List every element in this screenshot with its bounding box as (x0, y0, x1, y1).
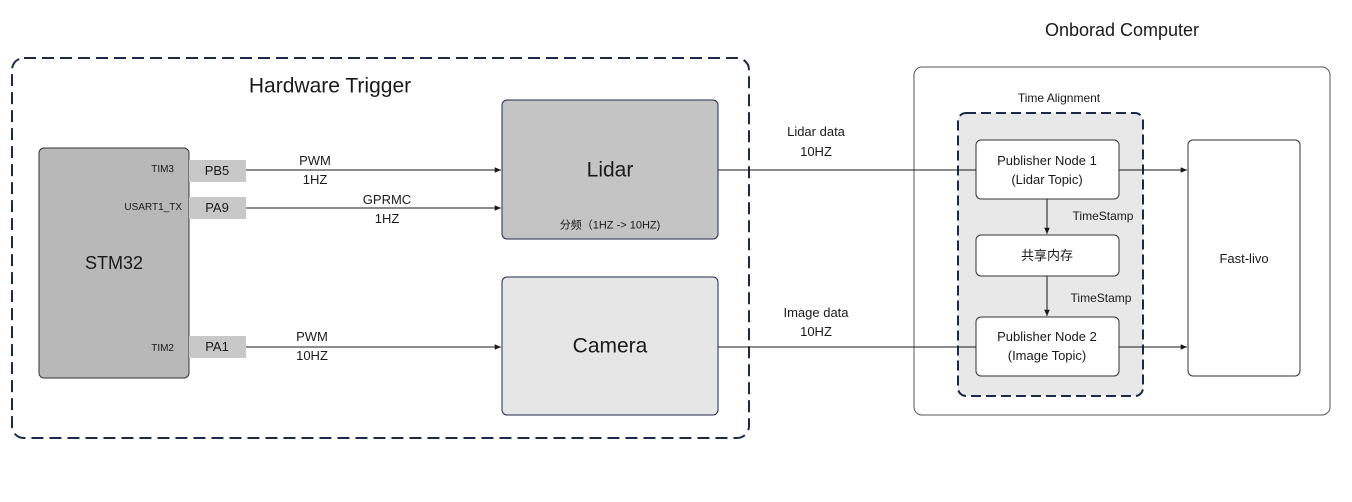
link-label-gprmc: GPRMC (362, 192, 412, 208)
camera-label: Camera (572, 334, 648, 358)
fast-livo-box (1187, 139, 1301, 377)
pin-box-pb5 (189, 160, 246, 182)
link-label-gprmc-rate: 1HZ (374, 211, 400, 227)
publisher-node-1-topic: (Lidar Topic) (1011, 172, 1083, 188)
lidar-label: Lidar (586, 158, 634, 182)
publisher-node-1-label: Publisher Node 1 (997, 153, 1097, 169)
stm32-label: STM32 (84, 253, 144, 274)
link-label-pwm-lidar: PWM (299, 153, 331, 169)
publisher-node-2-topic: (Image Topic) (1007, 348, 1087, 364)
pin-box-pa9 (189, 197, 246, 219)
pin-box-pa1 (189, 336, 246, 358)
shared-memory-label: 共享内存 (1020, 248, 1074, 264)
link-label-pwm-lidar-rate: 1HZ (302, 172, 328, 188)
link-label-pwm-camera-rate: 10HZ (296, 348, 328, 364)
link-label-lidar-data-rate: 10HZ (800, 144, 832, 160)
signal-label-tim2: TIM2 (151, 343, 174, 354)
stm32-block (38, 147, 190, 379)
time-alignment-title: Time Alignment (1017, 90, 1101, 105)
pin-label-pa9: PA9 (205, 200, 229, 216)
hardware-trigger-group (11, 57, 750, 439)
onboard-computer-title: Onborad Computer (1044, 20, 1200, 41)
timestamp-label-bottom: TimeStamp (1070, 290, 1132, 305)
lidar-divider-note: 分频（1HZ -> 10HZ) (559, 219, 661, 232)
hardware-trigger-title: Hardware Trigger (248, 74, 412, 98)
link-label-image-data-rate: 10HZ (800, 324, 832, 340)
publisher-node-2-label: Publisher Node 2 (997, 329, 1097, 345)
publisher-node-1-box (975, 139, 1120, 200)
signal-label-tim3: TIM3 (151, 164, 174, 175)
pin-label-pb5: PB5 (204, 163, 230, 179)
fast-livo-label: Fast-livo (1219, 251, 1269, 267)
publisher-node-2-box (975, 316, 1120, 377)
timestamp-label-top: TimeStamp (1072, 208, 1134, 223)
pin-label-pa1: PA1 (205, 339, 229, 355)
signal-label-usart1-tx: USART1_TX (124, 202, 182, 213)
camera-block (501, 276, 719, 416)
link-label-image-data: Image data (783, 305, 849, 321)
link-label-lidar-data: Lidar data (787, 124, 845, 140)
link-label-pwm-camera: PWM (296, 329, 328, 345)
